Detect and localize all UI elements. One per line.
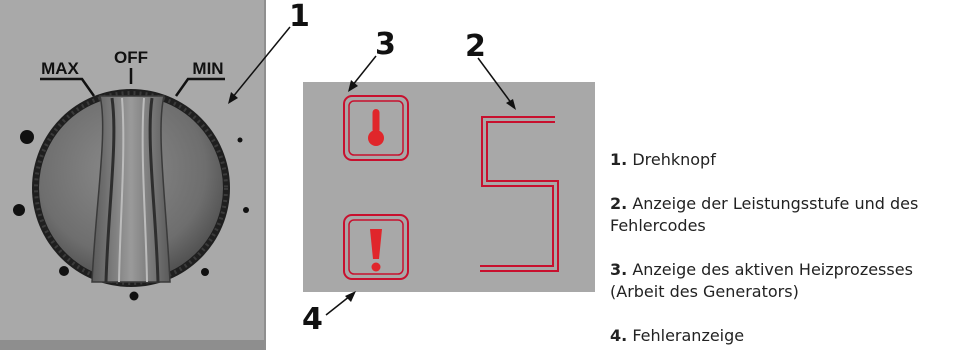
callout-number-1: 1 (289, 0, 310, 34)
knob-grip-highlight (118, 97, 125, 283)
legend-item-1: 1. Drehknopf (610, 149, 960, 171)
power-dot (243, 207, 249, 213)
heating-indicator (343, 95, 409, 161)
power-dot (59, 266, 69, 276)
digit-segment-outline-inner (480, 121, 559, 272)
error-indicator-frame-inner (348, 219, 404, 275)
power-dot (20, 130, 34, 144)
legend-item-text: Drehknopf (632, 150, 716, 169)
display-panel (303, 82, 595, 292)
thermometer-icon (368, 109, 384, 146)
callout-number-2: 2 (465, 29, 486, 64)
knob-label-max: MAX (41, 59, 79, 78)
power-dot (13, 204, 25, 216)
power-level-digit-display (480, 116, 559, 272)
rotary-knob[interactable] (32, 89, 230, 287)
callout-3-arrowhead (348, 80, 358, 92)
max-marker-line (40, 77, 96, 97)
callout-2-arrowhead (506, 99, 516, 110)
knob-label-min: MIN (192, 59, 223, 78)
power-dot (201, 268, 209, 276)
knob-rim-ribs (34, 91, 228, 285)
legend-item-4: 4. Fehleranzeige (610, 325, 960, 347)
callout-number-4: 4 (302, 302, 323, 337)
callout-1-arrow-line (231, 26, 291, 99)
power-level-dots (13, 130, 249, 301)
heating-indicator-frame-inner (348, 100, 404, 156)
legend-item-text: Anzeige der Leistungsstufe und des Fehle… (610, 194, 919, 235)
callout-4-arrowhead (345, 291, 356, 302)
callout-number-3: 3 (375, 27, 396, 62)
min-marker-line (174, 77, 225, 97)
legend-item-number: 4. (610, 326, 628, 345)
knob-grip-groove-right (148, 97, 160, 283)
knob-grip-highlight (141, 97, 148, 283)
knob-label-off: OFF (114, 48, 148, 67)
exclamation-icon (370, 229, 382, 272)
heating-indicator-frame-outer (343, 95, 409, 161)
legend-item-number: 1. (610, 150, 628, 169)
callout-4-arrow-line (325, 295, 351, 316)
legend-item-2: 2. Anzeige der Leistungsstufe und des Fe… (610, 193, 960, 237)
knob-grip-groove-left (104, 97, 116, 283)
legend-item-number: 2. (610, 194, 628, 213)
knob-panel-right-edge (264, 0, 266, 350)
power-dot (237, 137, 243, 143)
digit-segment-outline-outer (480, 116, 555, 267)
knob-panel: MAX OFF MIN (0, 0, 266, 350)
legend-item-number: 3. (610, 260, 628, 279)
error-indicator (343, 214, 409, 280)
knob-marker-lines (40, 68, 225, 97)
knob-panel-bottom-edge (0, 340, 266, 350)
callout-1-arrowhead (228, 92, 238, 104)
error-indicator-frame-outer (343, 214, 409, 280)
legend-item-text: Fehleranzeige (632, 326, 745, 345)
power-dot (129, 291, 139, 301)
legend-item-3: 3. Anzeige des aktiven Heizprozesses (Ar… (610, 259, 960, 303)
legend-item-text: Anzeige des aktiven Heizprozesses (Arbei… (610, 260, 913, 301)
callout-3-arrow-line (351, 55, 377, 87)
callout-2-arrow-line (477, 57, 513, 105)
